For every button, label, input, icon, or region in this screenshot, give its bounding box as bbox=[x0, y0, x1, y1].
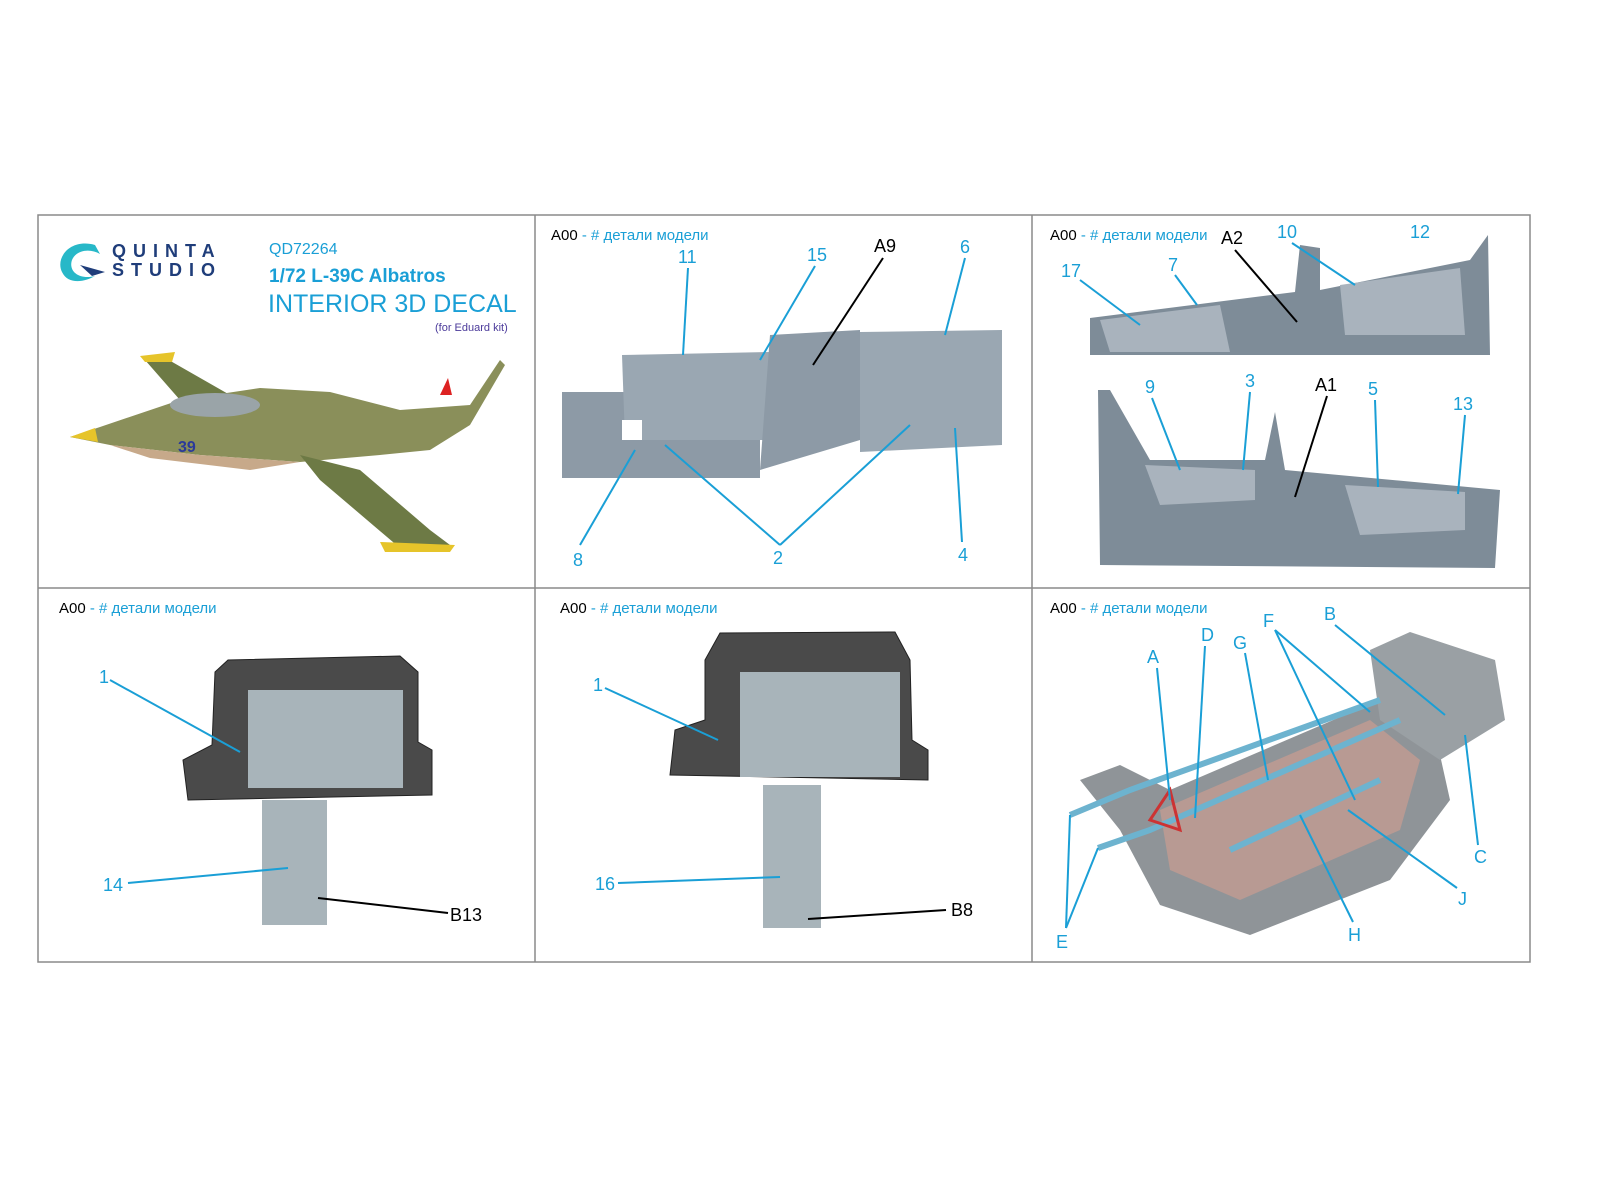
side-consoles-illustration bbox=[1090, 235, 1500, 568]
callout-label: A bbox=[1147, 647, 1160, 667]
ejection-seat-illustration bbox=[1068, 632, 1505, 935]
callout-label: H bbox=[1348, 925, 1361, 945]
instrument-panel-rear-illustration bbox=[669, 631, 929, 928]
svg-text:39: 39 bbox=[178, 439, 196, 456]
callout-label: 4 bbox=[958, 545, 969, 565]
callout-label: J bbox=[1458, 889, 1467, 909]
product-title: 1/72 L-39C Albatros bbox=[269, 266, 446, 287]
product-code: QD72264 bbox=[269, 241, 338, 258]
callout-label: 1 bbox=[99, 667, 110, 687]
callout-label: 6 bbox=[960, 237, 971, 257]
callout-label: 16 bbox=[595, 874, 616, 894]
kit-note: (for Eduard kit) bbox=[435, 322, 508, 334]
callout-label: 3 bbox=[1245, 371, 1256, 391]
callout-label: 7 bbox=[1168, 255, 1179, 275]
callout-label: 10 bbox=[1277, 222, 1298, 242]
panel-header: A00 - # детали модели bbox=[59, 600, 217, 617]
leader-lines-black bbox=[317, 249, 1328, 920]
callout-label: 14 bbox=[103, 875, 124, 895]
callout-label: 1 bbox=[593, 675, 604, 695]
product-subtitle: INTERIOR 3D DECAL bbox=[268, 290, 517, 318]
callout-label: 17 bbox=[1061, 261, 1082, 281]
callout-label: 15 bbox=[807, 245, 828, 265]
callout-label: 13 bbox=[1453, 394, 1474, 414]
callout-label: 9 bbox=[1145, 377, 1156, 397]
callout-label: B bbox=[1324, 604, 1337, 624]
callout-label: G bbox=[1233, 633, 1248, 653]
callout-label: B8 bbox=[951, 900, 974, 920]
quinta-logo-icon bbox=[60, 243, 105, 282]
instrument-panel-front-illustration bbox=[182, 655, 433, 925]
panel-header: A00 - # детали модели bbox=[560, 600, 718, 617]
callout-label: 12 bbox=[1410, 222, 1431, 242]
callout-label: C bbox=[1474, 847, 1487, 867]
leader-lines-blue bbox=[109, 242, 1479, 929]
callout-label: A9 bbox=[874, 236, 897, 256]
callout-label: 11 bbox=[678, 247, 697, 267]
panel-header: A00 - # детали модели bbox=[1050, 600, 1208, 617]
panel-header: A00 - # детали модели bbox=[1050, 227, 1208, 244]
callout-label: 2 bbox=[773, 548, 784, 568]
callout-label: 8 bbox=[573, 550, 584, 570]
callout-label: F bbox=[1263, 611, 1274, 631]
panel-header: A00 - # детали модели bbox=[551, 227, 709, 244]
brand-line2: STUDIO bbox=[112, 260, 223, 280]
brand-line1: QUINTA bbox=[112, 241, 222, 261]
callout-label: E bbox=[1056, 932, 1069, 952]
callout-label: 5 bbox=[1368, 379, 1379, 399]
callout-label: A1 bbox=[1315, 375, 1338, 395]
callout-label: D bbox=[1201, 625, 1214, 645]
panel-grid bbox=[37, 214, 1531, 963]
aircraft-illustration: 39 bbox=[70, 352, 505, 552]
callout-label: A2 bbox=[1221, 228, 1244, 248]
callout-label: B13 bbox=[450, 905, 483, 925]
cockpit-tub-illustration bbox=[562, 330, 1002, 478]
